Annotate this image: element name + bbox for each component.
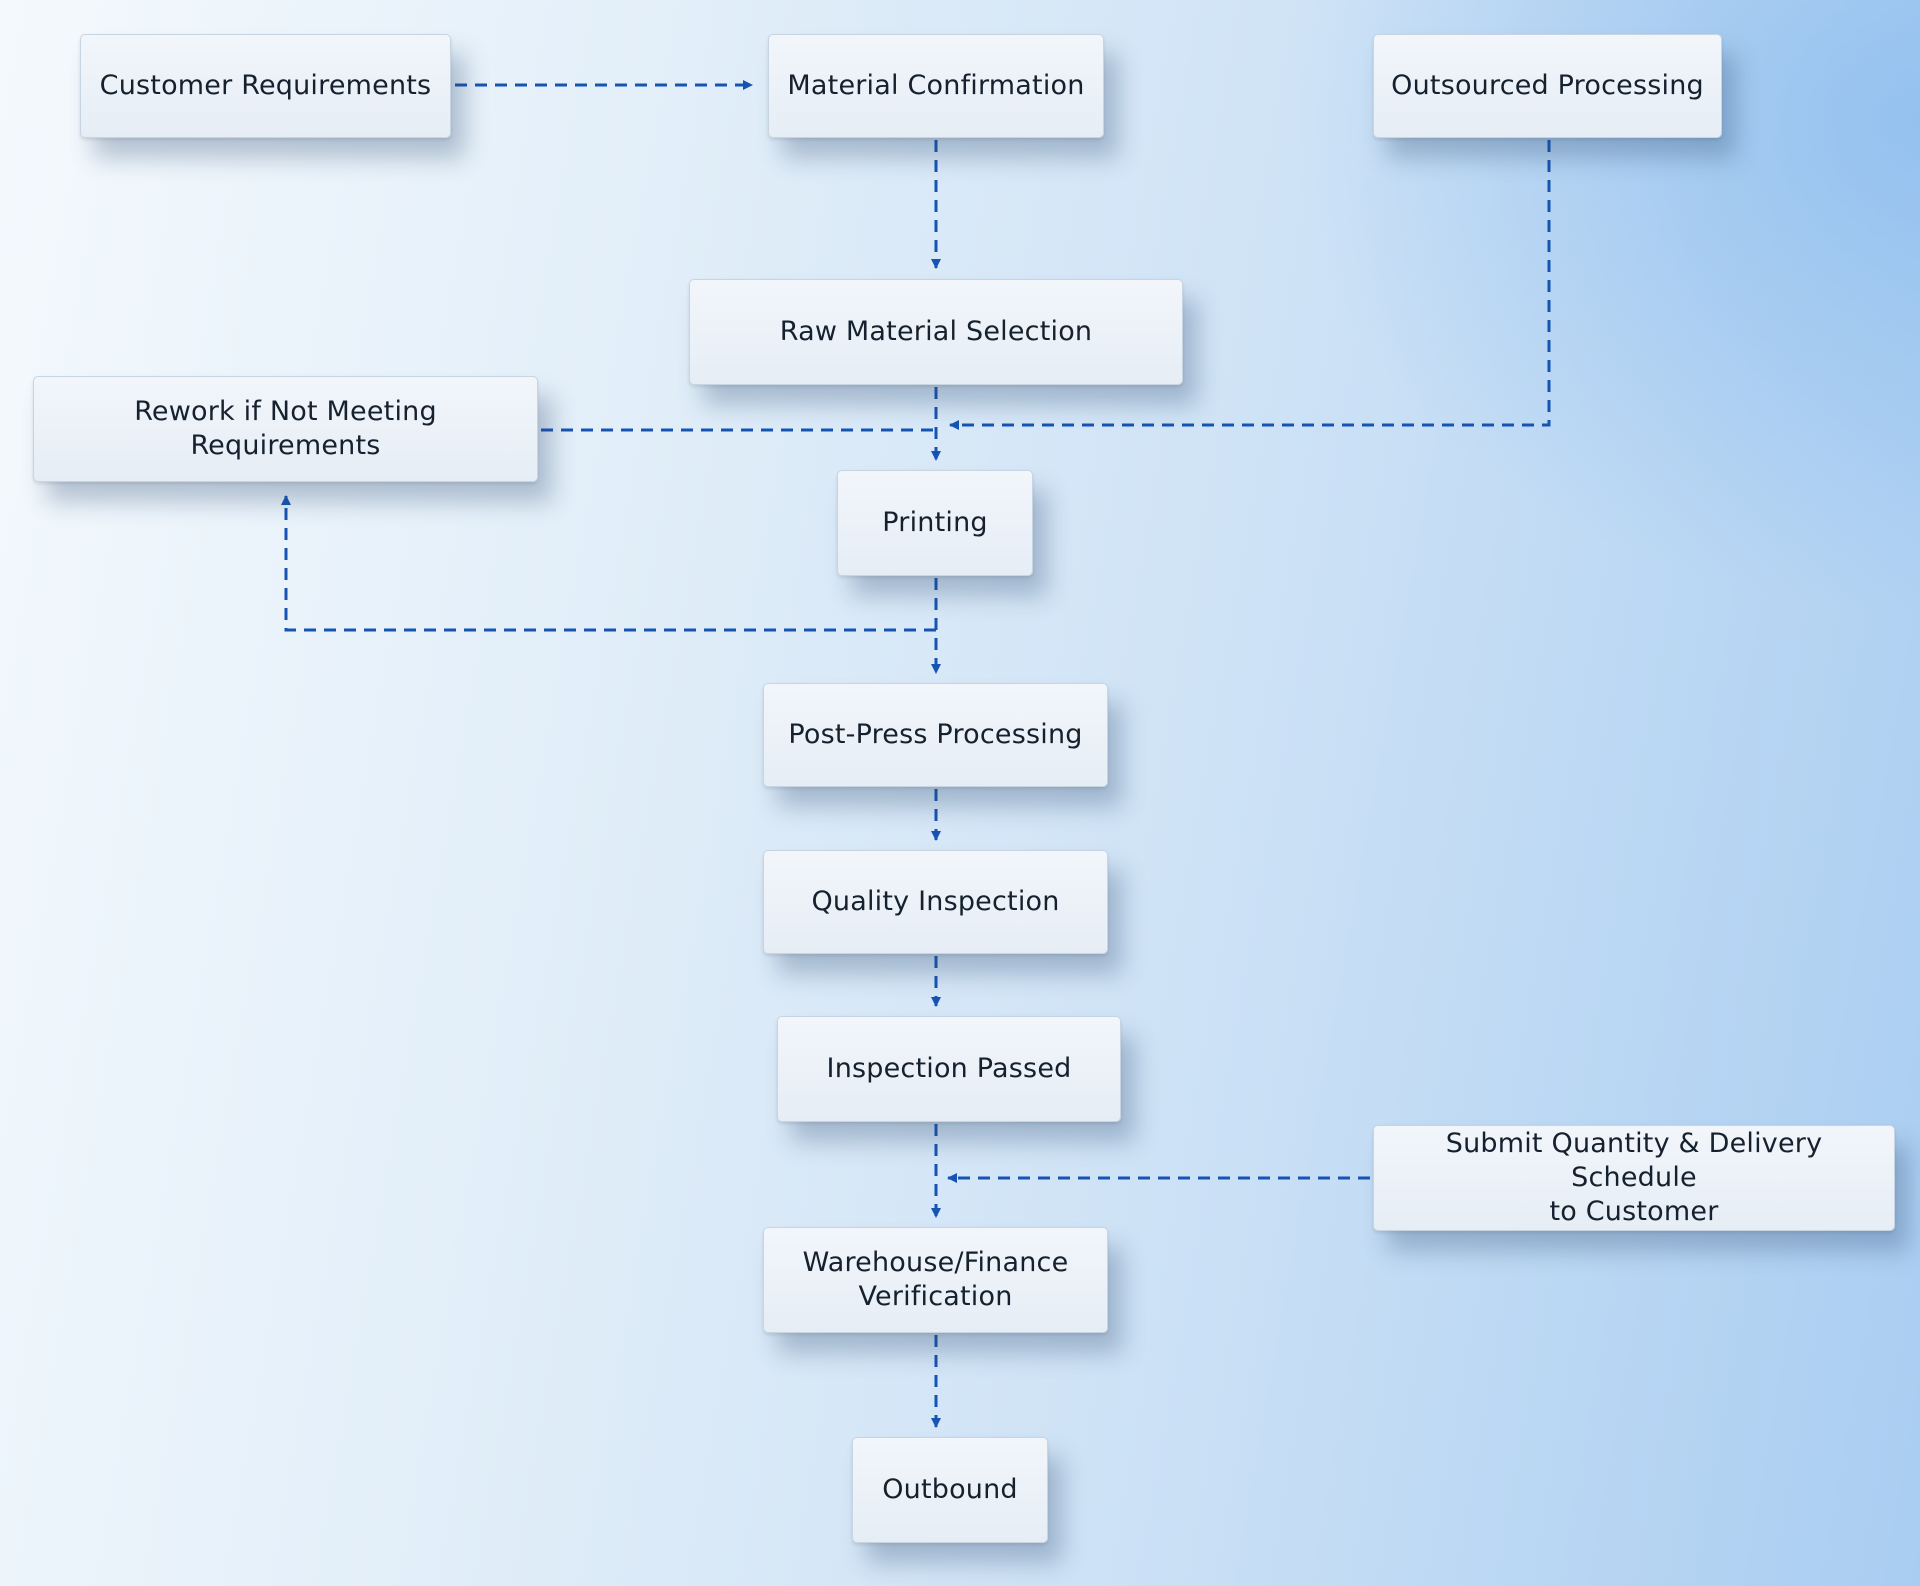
node-material-confirmation: Material Confirmation: [768, 34, 1104, 138]
node-rework: Rework if Not Meeting Requirements: [33, 376, 538, 482]
edge-outsourced-to-printing: [949, 140, 1551, 430]
edge-printing-to-rework: [281, 495, 936, 632]
node-outsourced-processing: Outsourced Processing: [1373, 34, 1722, 138]
node-printing: Printing: [837, 470, 1033, 576]
node-outbound: Outbound: [852, 1437, 1048, 1543]
node-submit-schedule: Submit Quantity & Delivery Schedule to C…: [1373, 1125, 1895, 1231]
node-warehouse-finance-verification: Warehouse/Finance Verification: [763, 1227, 1108, 1333]
node-quality-inspection: Quality Inspection: [763, 850, 1108, 954]
node-raw-material-selection: Raw Material Selection: [689, 279, 1183, 385]
node-post-press-processing: Post-Press Processing: [763, 683, 1108, 787]
node-inspection-passed: Inspection Passed: [777, 1016, 1121, 1122]
node-customer-requirements: Customer Requirements: [80, 34, 451, 138]
